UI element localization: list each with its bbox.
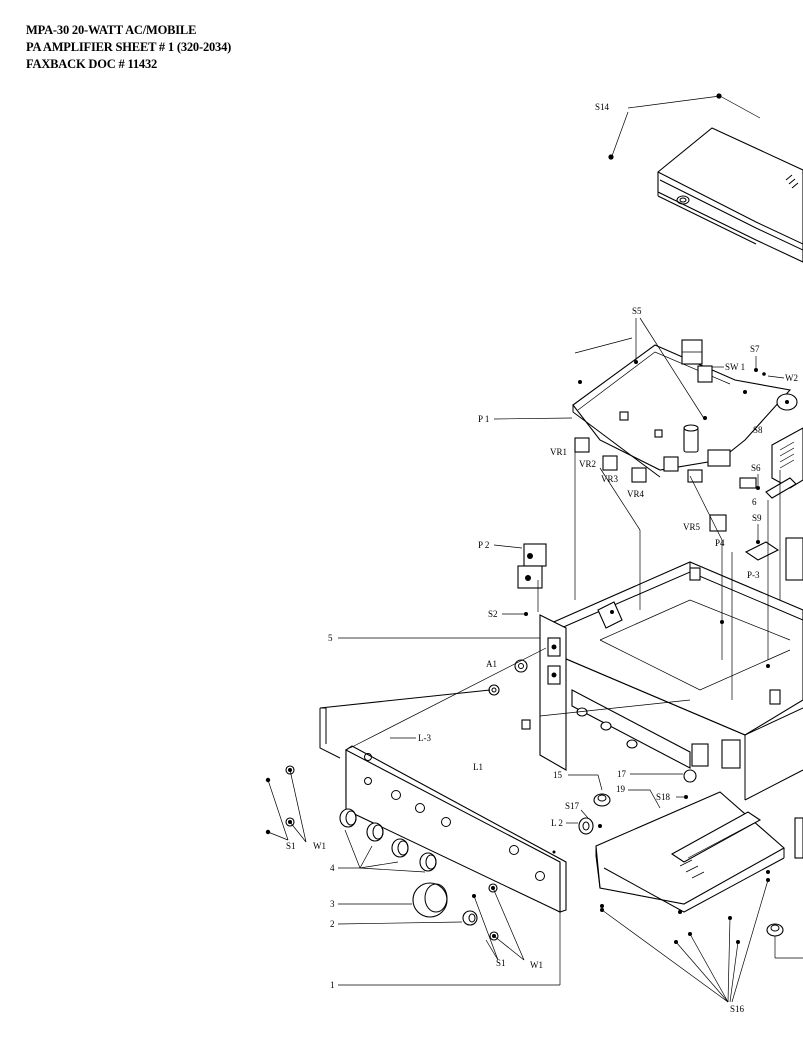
header-line-faxback: FAXBACK DOC # 11432 — [26, 57, 158, 71]
label-vr4: VR4 — [627, 489, 645, 499]
screw-icon — [743, 390, 747, 394]
screw-icon — [756, 486, 760, 490]
label-3: 3 — [330, 899, 335, 909]
label-s9: S9 — [752, 513, 762, 523]
label-s17: S17 — [565, 801, 580, 811]
nut-icon — [514, 659, 528, 673]
label-2: 2 — [330, 919, 335, 929]
label-s1-bottom: S1 — [496, 958, 506, 968]
label-w2: W2 — [785, 373, 798, 383]
screw-icon — [754, 368, 758, 372]
label-s5: S5 — [632, 306, 642, 316]
knobs — [339, 808, 437, 872]
label-17: 17 — [617, 769, 627, 779]
label-s18: S18 — [656, 792, 671, 802]
label-s1-left: S1 — [286, 841, 296, 851]
label-p1: P 1 — [478, 414, 489, 424]
label-l1: L1 — [473, 762, 483, 772]
screw-icon — [608, 154, 614, 160]
header-line-model: MPA-30 20-WATT AC/MOBILE — [26, 23, 197, 37]
label-15: 15 — [553, 770, 563, 780]
label-p3: P-3 — [747, 570, 760, 580]
screw-icon — [634, 360, 638, 364]
s5-callout: S5 — [578, 306, 747, 421]
screw-icon — [524, 612, 528, 616]
front-frame-l3 — [319, 689, 491, 759]
screws-left — [265, 765, 307, 843]
label-w1-left: W1 — [313, 841, 326, 851]
label-vr2: VR2 — [579, 459, 596, 469]
rubber-foot-icon — [766, 923, 784, 937]
rubber-foot-icon — [593, 793, 611, 807]
potentiometer-vr4 — [663, 456, 679, 472]
assembly-guide-lines — [349, 452, 781, 749]
potentiometer-vr3 — [631, 467, 647, 483]
label-19: 19 — [616, 784, 626, 794]
top-cover — [657, 127, 803, 263]
screw-icon — [578, 380, 582, 384]
label-p2: P 2 — [478, 540, 489, 550]
screw-icon — [684, 795, 688, 799]
label-4: 4 — [330, 863, 335, 873]
front-panel-l1 — [345, 745, 567, 913]
washer-icon — [762, 372, 766, 376]
label-a1: A1 — [486, 659, 497, 669]
label-s14: S14 — [595, 102, 610, 112]
screw-icon — [756, 540, 760, 544]
label-l3: L-3 — [418, 733, 431, 743]
label-sw1: SW 1 — [725, 362, 745, 372]
s14-callout: S14 — [595, 93, 761, 160]
label-1: 1 — [330, 980, 335, 990]
rubber-foot-icon — [683, 769, 697, 783]
document-header: MPA-30 20-WATT AC/MOBILE PA AMPLIFIER SH… — [26, 22, 231, 73]
screws-bottom — [472, 883, 525, 961]
label-vr5: VR5 — [683, 522, 701, 532]
label-s7: S7 — [750, 344, 760, 354]
label-s16: S16 — [730, 1004, 745, 1014]
nut-icon — [488, 684, 500, 696]
knob-icon — [412, 882, 448, 918]
bottom-cover — [595, 791, 785, 914]
label-s6: S6 — [751, 463, 761, 473]
label-s2: S2 — [488, 609, 498, 619]
front-sub-panel — [539, 614, 567, 771]
screw-icon — [703, 416, 707, 420]
volume-knob — [412, 882, 448, 918]
label-w1-bottom: W1 — [530, 960, 543, 970]
label-vr3: VR3 — [601, 474, 619, 484]
label-l2: L 2 — [551, 818, 563, 828]
connector-p2 — [517, 543, 547, 589]
header-line-sheet: PA AMPLIFIER SHEET # 1 (320-2034) — [26, 40, 232, 54]
main-circuit-board — [572, 339, 792, 532]
screw-icon — [716, 93, 722, 99]
label-5: 5 — [328, 633, 333, 643]
label-p4: P4 — [715, 538, 725, 548]
label-s8: S8 — [753, 425, 763, 435]
potentiometer-vr5 — [709, 514, 727, 532]
potentiometer-vr1 — [574, 437, 590, 453]
label-6: 6 — [752, 497, 757, 507]
s16-screws — [600, 878, 770, 1003]
potentiometer-vr2 — [602, 455, 618, 471]
nut-icon — [578, 817, 594, 835]
label-vr1: VR1 — [550, 447, 567, 457]
